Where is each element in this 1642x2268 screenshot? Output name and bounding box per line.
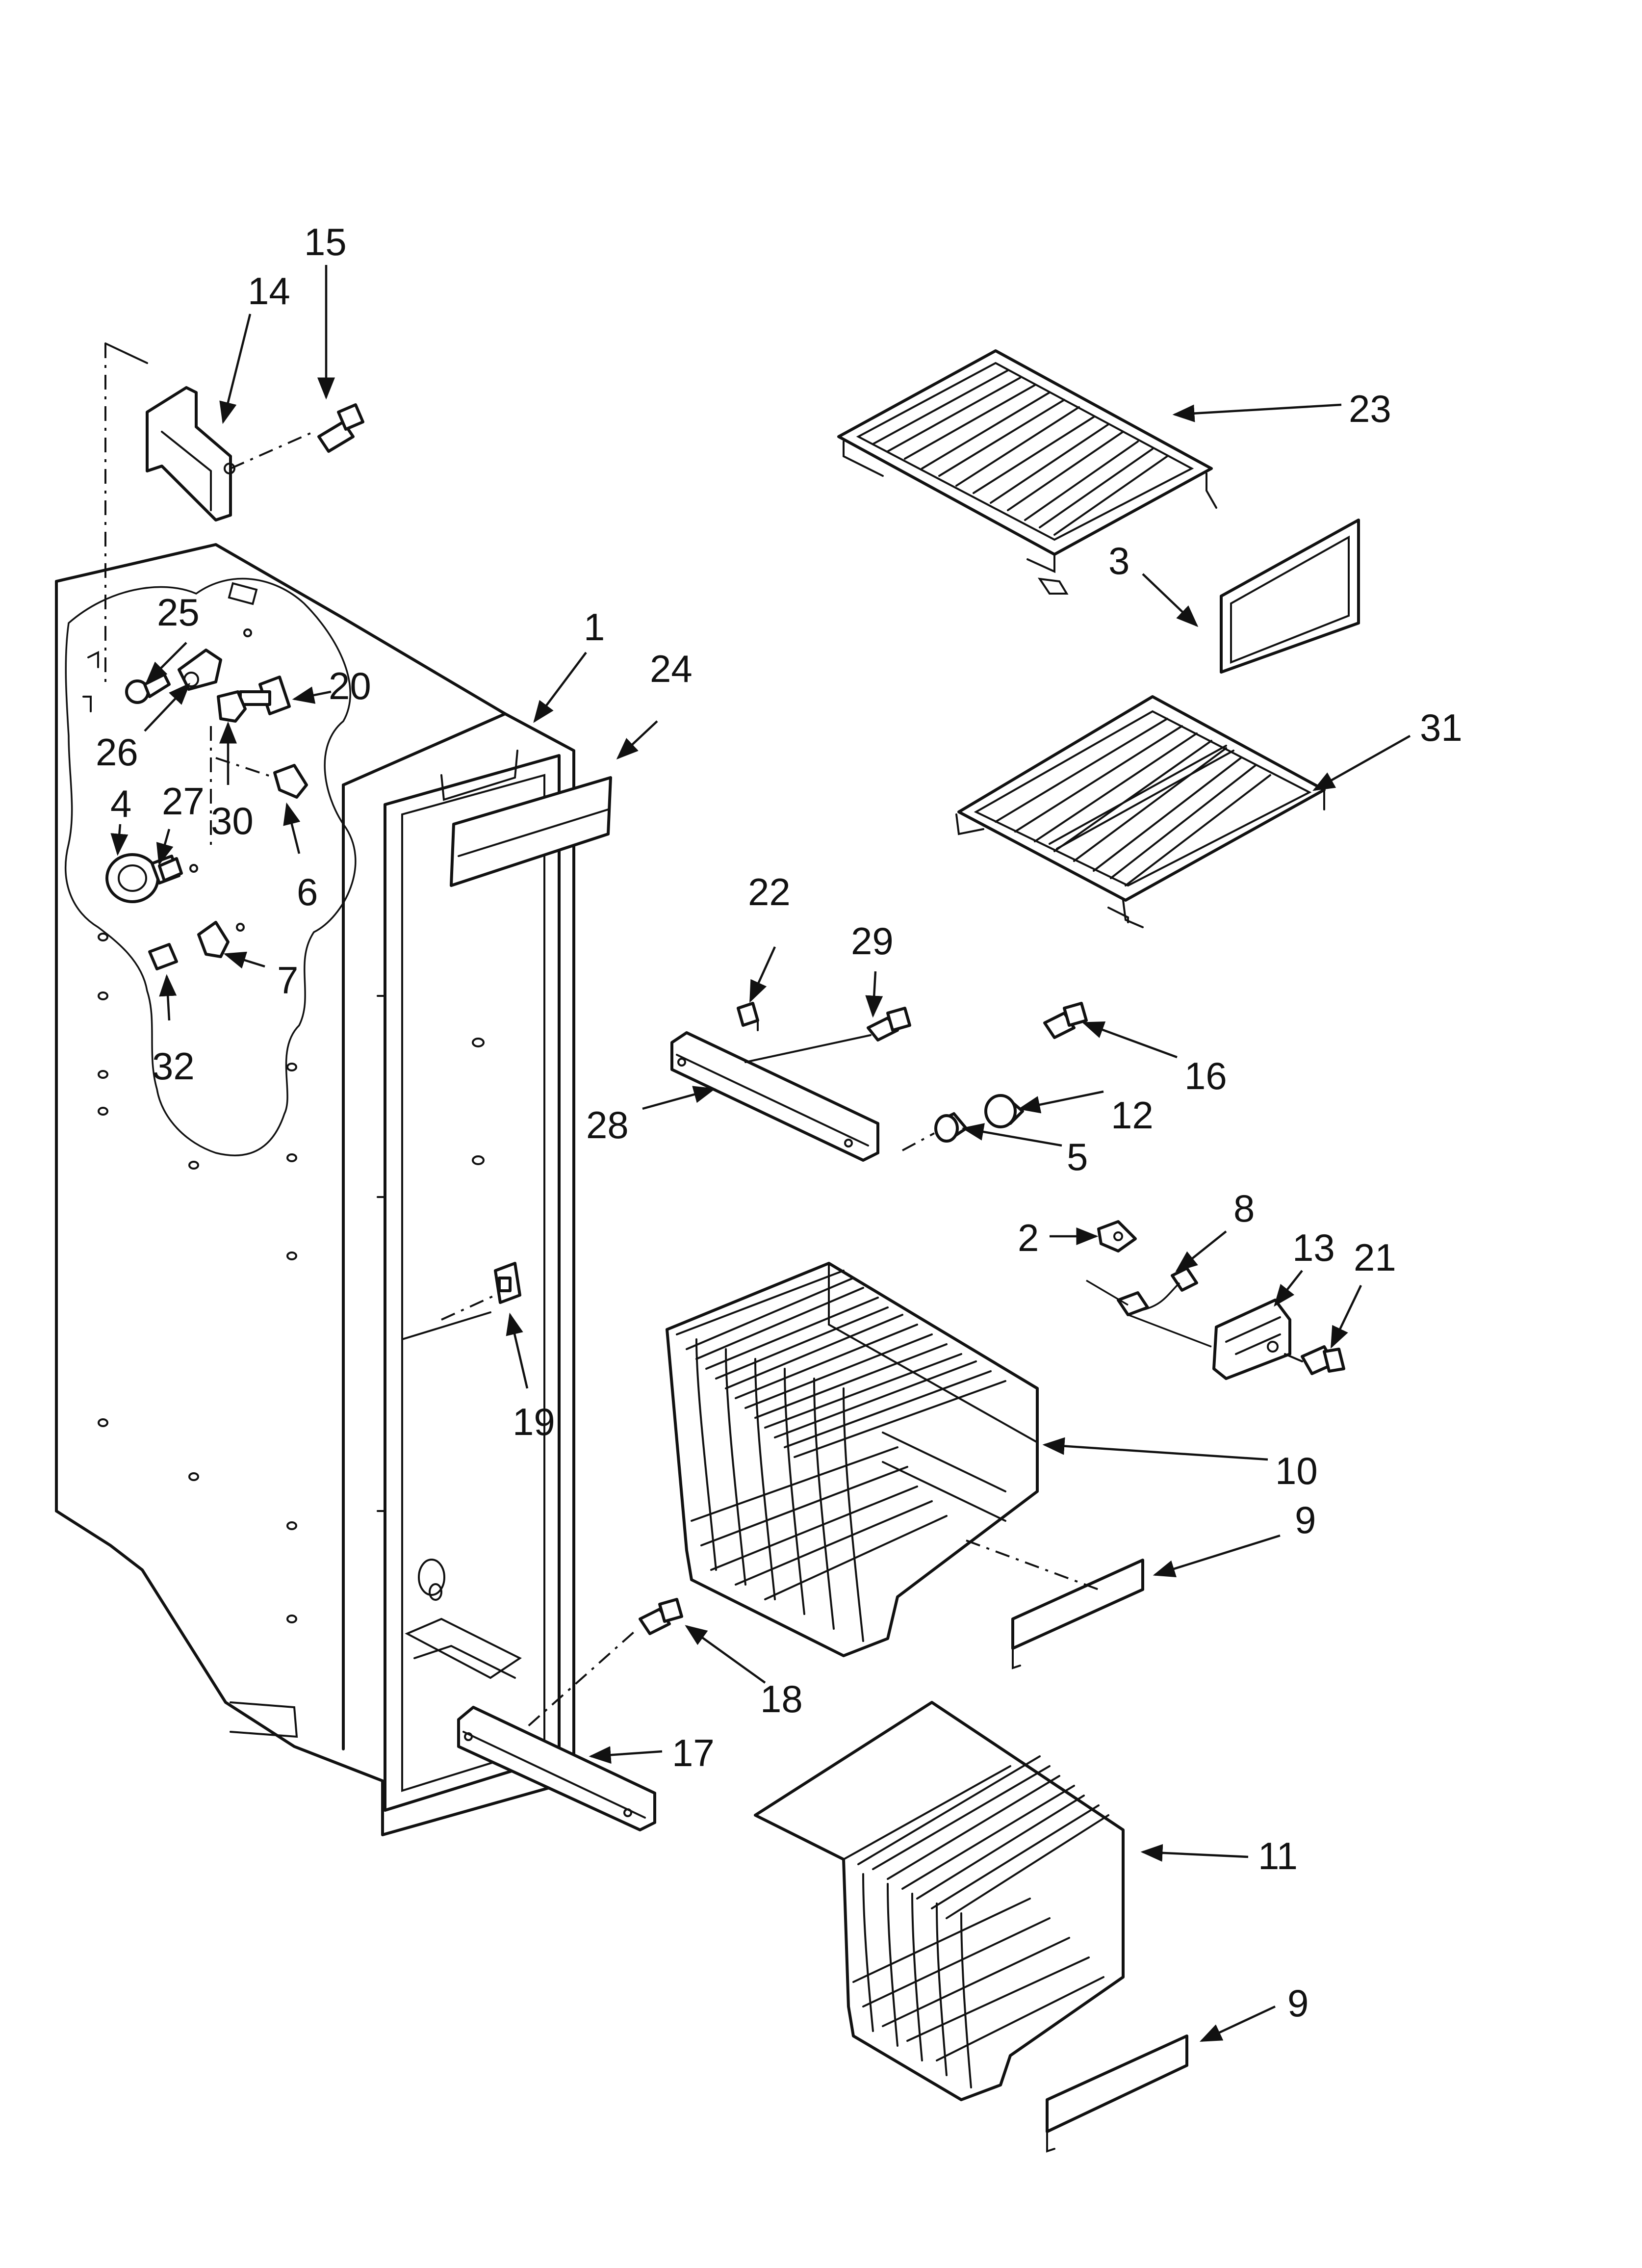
callout-15: 15 [304, 220, 347, 263]
callout-3: 3 [1108, 539, 1129, 582]
callout-20: 20 [329, 664, 371, 707]
callout-8: 8 [1233, 1187, 1255, 1230]
basket-front-trim-upper [1011, 1559, 1144, 1669]
callout-16: 16 [1184, 1054, 1227, 1097]
callout-6: 6 [297, 870, 318, 913]
callout-26: 26 [96, 730, 138, 774]
callout-17: 17 [672, 1731, 715, 1774]
roller [984, 1094, 1024, 1128]
hinge-bracket [146, 386, 235, 521]
callout-9-upper: 9 [1295, 1498, 1316, 1541]
callout-25: 25 [157, 591, 200, 634]
rail-screw [867, 1007, 911, 1042]
callout-labels: 15 14 23 3 31 1 24 25 26 20 30 27 4 6 7 … [96, 220, 1462, 2025]
callout-10: 10 [1275, 1449, 1318, 1492]
upper-basket [666, 1262, 1039, 1657]
callout-13: 13 [1292, 1226, 1335, 1269]
shelf-front-trim [1220, 519, 1360, 674]
callout-28: 28 [586, 1103, 629, 1147]
callout-9-lower-label: 9 [1287, 1981, 1308, 2025]
roller-screw [1043, 1002, 1088, 1039]
callout-1: 1 [584, 605, 605, 649]
callout-23: 23 [1349, 387, 1391, 430]
callout-11: 11 [1258, 1834, 1298, 1877]
callout-24: 24 [650, 647, 693, 690]
hinge-dash [230, 431, 314, 469]
callout-21: 21 [1354, 1236, 1396, 1279]
callout-18: 18 [760, 1677, 803, 1721]
callout-12: 12 [1111, 1094, 1154, 1137]
light-housing-screw [1301, 1345, 1345, 1375]
lower-basket [754, 1701, 1125, 2101]
callout-32: 32 [152, 1044, 195, 1088]
callout-22: 22 [748, 870, 791, 913]
light-bulb [125, 673, 171, 704]
hinge-screw [317, 403, 364, 453]
light-socket-harness [1086, 1267, 1212, 1348]
basket-front-trim-lower [1046, 2034, 1188, 2153]
light-socket [178, 649, 222, 691]
rail-clip [737, 1002, 759, 1027]
leader-lines [110, 265, 1411, 2042]
light-switch-bracket [197, 921, 230, 958]
upper-shelf [837, 349, 1217, 595]
bracket-screw [148, 943, 178, 970]
light-bracket [1097, 1220, 1137, 1252]
light-switch [494, 1262, 521, 1304]
callout-5: 5 [1067, 1135, 1088, 1178]
callout-7: 7 [277, 959, 298, 1002]
light-shield [450, 776, 612, 887]
callout-31: 31 [1420, 706, 1462, 749]
callout-29: 29 [851, 919, 894, 963]
callout-4: 4 [110, 782, 131, 825]
callout-2: 2 [1018, 1216, 1039, 1259]
wire-shelf [955, 695, 1326, 928]
roller-axle [934, 1112, 968, 1143]
callout-14: 14 [248, 269, 290, 313]
control-nut [217, 690, 247, 723]
insulation-cutaway [65, 577, 357, 1156]
lower-rail-screw [639, 1598, 683, 1635]
lower-basket-rail [457, 1706, 656, 1831]
basket-rail [670, 1031, 879, 1162]
callout-30: 30 [211, 799, 254, 842]
control-clip [273, 764, 308, 799]
callout-27: 27 [162, 780, 205, 823]
callout-19: 19 [513, 1400, 555, 1443]
control-knob-shaft [239, 676, 291, 715]
light-housing [1212, 1299, 1291, 1380]
